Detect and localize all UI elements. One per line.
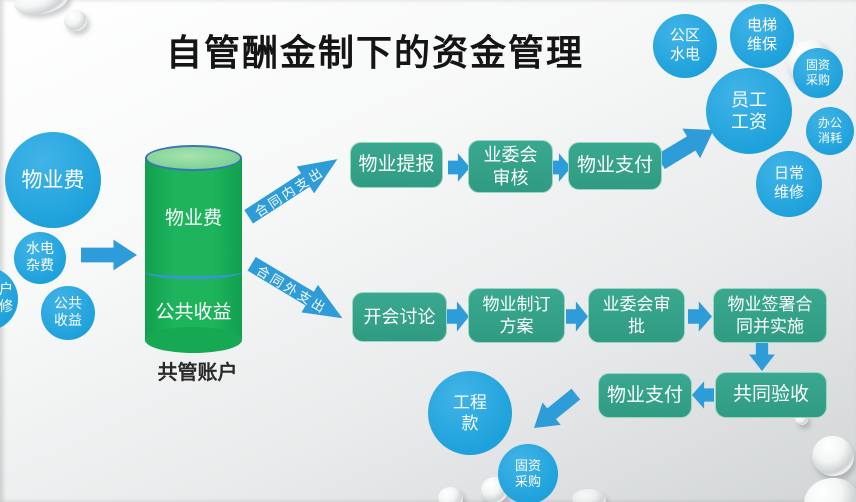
- water-droplet: [64, 10, 87, 31]
- circle-project-fund: 工程 款: [428, 371, 512, 455]
- circle-clipped-partial: 户 修: [0, 267, 18, 331]
- box-committee-approval: 业委会审 批: [588, 288, 685, 343]
- account-lower-label: 公共收益: [155, 302, 232, 323]
- arrow-connector: [688, 301, 712, 332]
- water-droplet: [572, 489, 606, 502]
- water-droplet: [438, 487, 463, 502]
- account-upper-label: 物业费: [164, 208, 222, 229]
- circle-public-income: 公共 收益: [41, 286, 95, 340]
- arrow-down-to-acceptance: [748, 341, 776, 371]
- circle-daily-repairs: 日常 维修: [756, 151, 822, 217]
- box-meeting-discussion: 开会讨论: [352, 292, 447, 342]
- box-committee-review: 业委会 审核: [468, 140, 553, 193]
- arrow-acceptance-to-payment: [692, 380, 714, 410]
- circle-utilities-fee: 水电 杂费: [14, 232, 66, 284]
- cylinder-top: [145, 145, 242, 171]
- water-droplet: [795, 414, 808, 425]
- water-droplet: [12, 0, 70, 19]
- box-property-payment-bottom: 物业支付: [598, 373, 692, 418]
- arrow-connector: [448, 153, 470, 182]
- arrow-payment-to-project-fund: [525, 382, 586, 439]
- circle-public-area-utilities: 公区 水电: [653, 14, 717, 78]
- arrow-connector: [447, 301, 469, 332]
- water-droplet: [808, 432, 856, 480]
- box-sign-contract-implement: 物业签署合 同并实施: [713, 288, 827, 343]
- cylinder-bottom: [145, 327, 242, 353]
- circle-property-fee: 物业费: [5, 132, 101, 228]
- joint-account-caption: 共管账户: [157, 362, 238, 384]
- arrow-label: 合同内支出: [251, 163, 327, 220]
- arrow-in-contract-spending: 合同内支出: [240, 146, 346, 231]
- circle-elevator-maintenance: 电梯 维保: [730, 4, 794, 68]
- box-joint-acceptance: 共同验收: [715, 372, 827, 418]
- circle-office-consumables: 办公 消耗: [806, 107, 854, 155]
- circle-staff-wages: 员工 工资: [706, 68, 792, 154]
- box-property-draft-plan: 物业制订 方案: [468, 288, 565, 343]
- cylinder-divider-line: [145, 265, 242, 279]
- cylinder-joint-account: 物业费 公共收益: [145, 145, 242, 353]
- arrow-sources-to-account: [81, 239, 137, 271]
- circle-fixed-asset-purchase-top: 固资 采购: [793, 48, 843, 98]
- cylinder-body: [145, 158, 242, 340]
- arrow-out-contract-spending: 合同外支出: [243, 250, 350, 332]
- box-property-report: 物业提报: [350, 142, 443, 188]
- circle-fixed-asset-purchase-bottom: 固资 采购: [498, 444, 558, 502]
- box-property-payment-top: 物业支付: [568, 142, 662, 190]
- water-droplet: [800, 474, 856, 502]
- arrow-connector: [566, 301, 588, 332]
- arrow-label: 合同外支出: [254, 262, 331, 317]
- page-title: 自管酬金制下的资金管理: [165, 33, 584, 73]
